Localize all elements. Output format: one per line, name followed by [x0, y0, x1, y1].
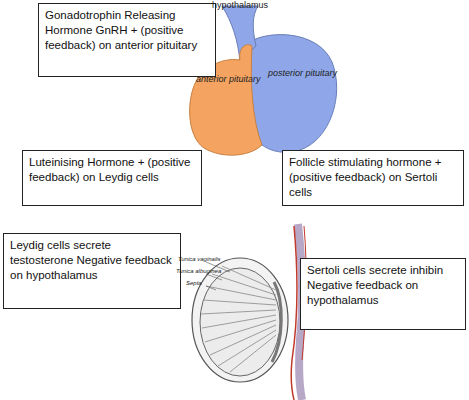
vessel [291, 226, 297, 400]
box-text: Leydig cells secrete testosterone Negati… [10, 238, 174, 283]
part-label: posterior pituitary [268, 68, 337, 78]
leader-lines [206, 262, 230, 290]
text-box: Gonadotrophin Releasing Hormone GnRH + (… [38, 3, 216, 77]
part-label: Septa [186, 280, 202, 286]
box-text: Sertoli cells secrete inhibin Negative f… [307, 263, 459, 308]
box-text: Gonadotrophin Releasing Hormone GnRH + (… [45, 8, 209, 53]
posterior-pituitary-lobe [250, 35, 337, 153]
part-label: Tunica vaginalis [178, 256, 221, 262]
text-box: Follicle stimulating hormone + (positive… [282, 150, 464, 206]
part-label: hypothalamus [212, 0, 268, 10]
epididymis [272, 282, 281, 362]
tunica-albuginea [200, 268, 280, 376]
text-box: Luteinising Hormone + (positive feedback… [22, 150, 202, 206]
box-text: Luteinising Hormone + (positive feedback… [29, 155, 195, 185]
tunica-vaginalis [192, 258, 288, 382]
testis-drawing [192, 224, 306, 400]
part-label: anterior pituitary [196, 74, 261, 84]
box-text: Follicle stimulating hormone + (positive… [289, 155, 457, 200]
part-label: Tunica albuginea [176, 268, 221, 274]
septa-lines [201, 266, 276, 372]
text-box: Sertoli cells secrete inhibin Negative f… [300, 258, 466, 330]
text-box: Leydig cells secrete testosterone Negati… [3, 233, 181, 309]
